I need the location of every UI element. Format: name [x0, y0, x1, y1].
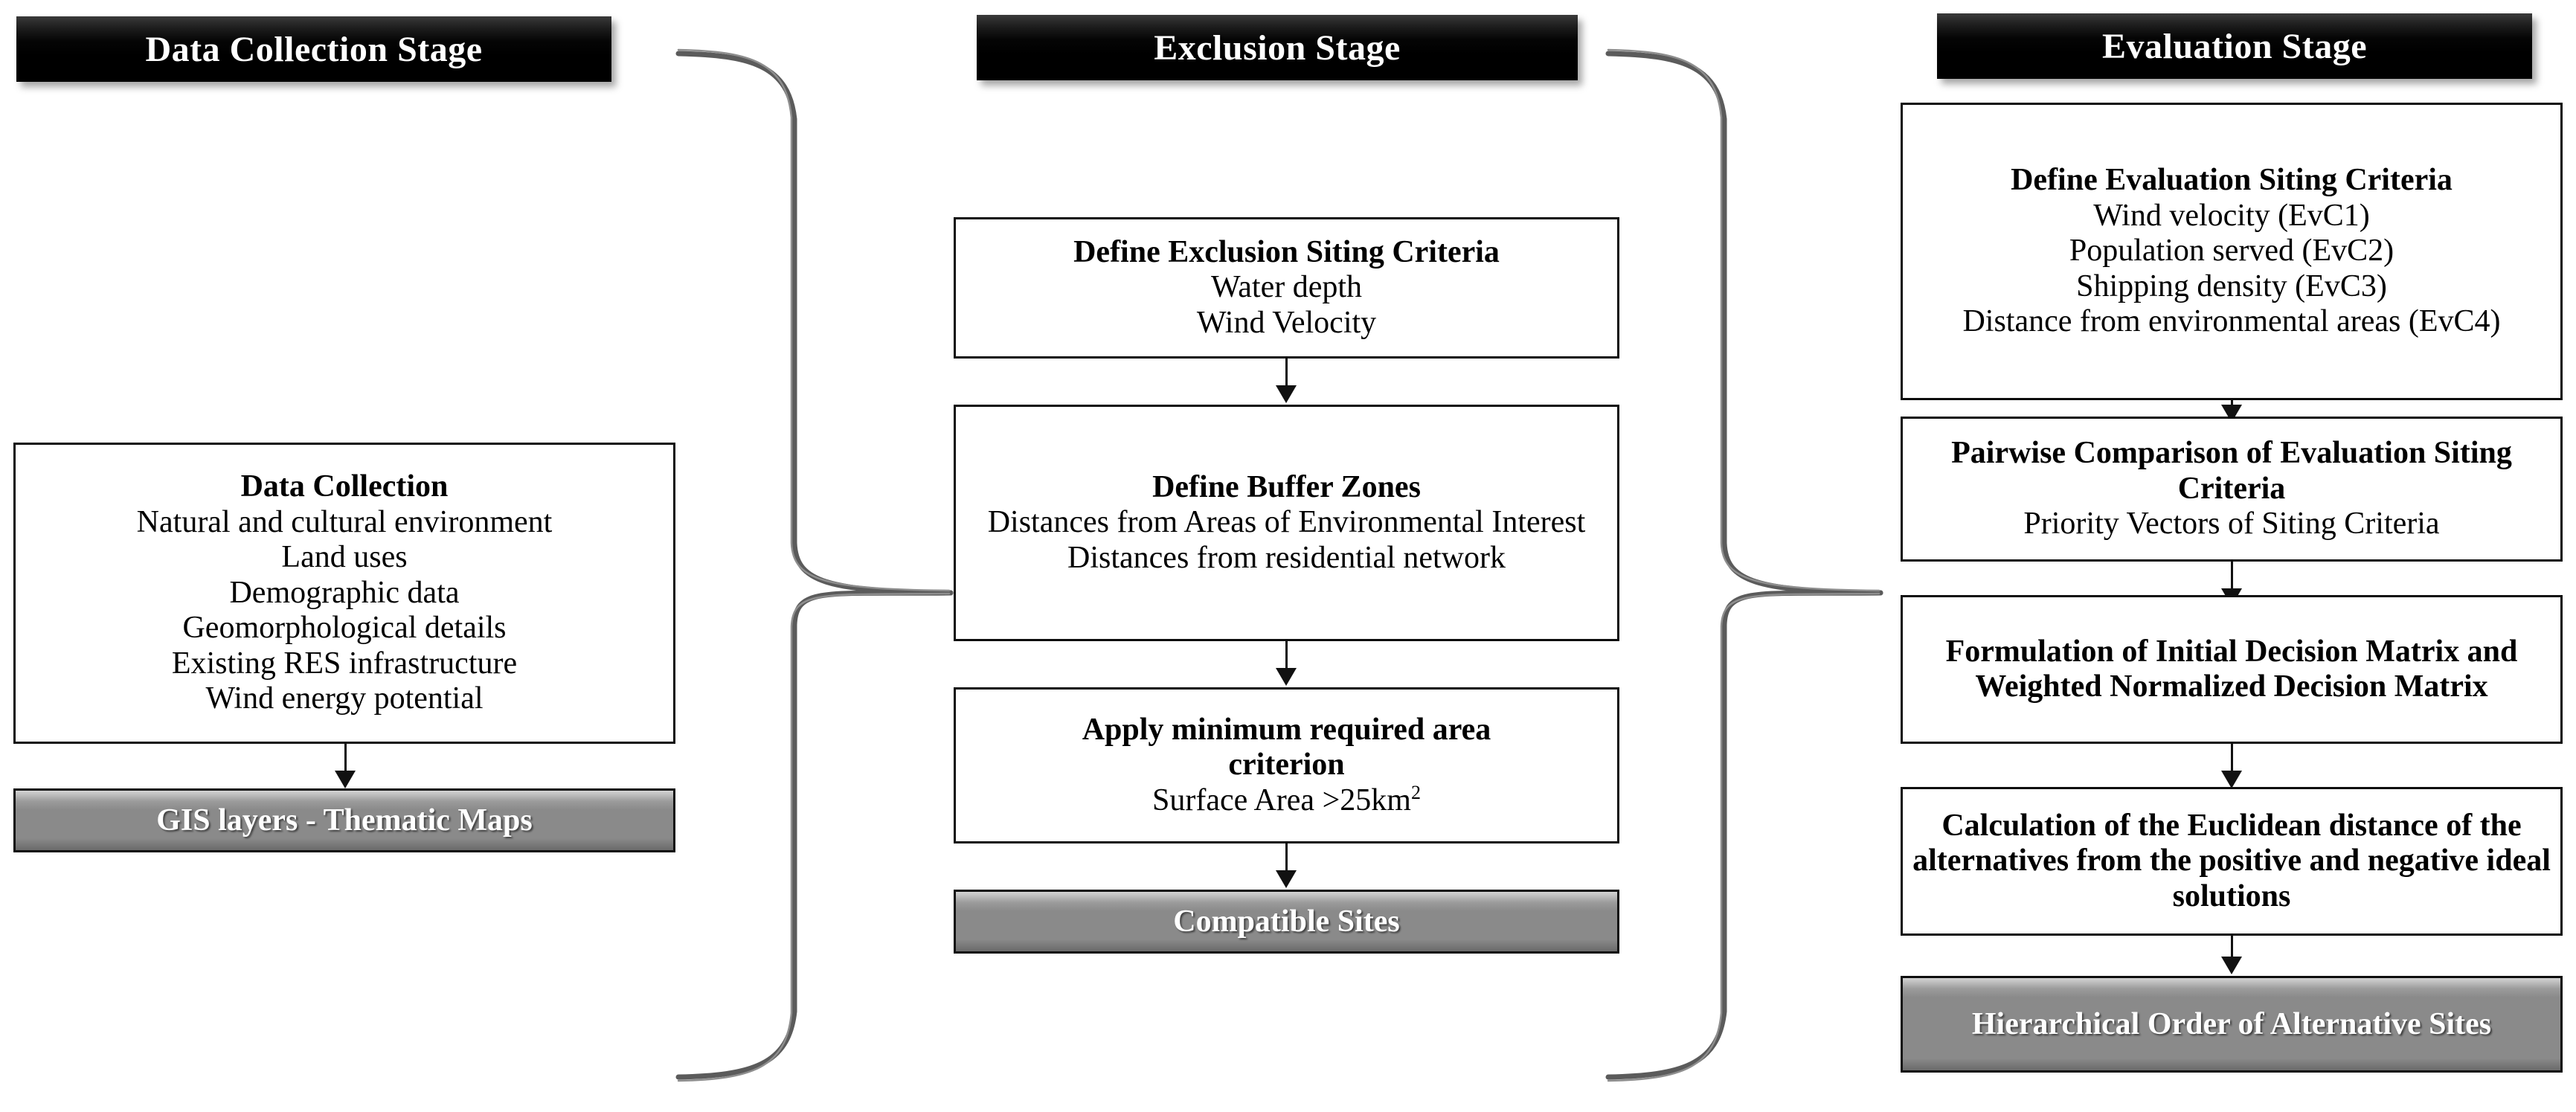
buffer-zones-box: Define Buffer Zones Distances from Areas… — [954, 405, 1619, 641]
evaluation-criteria-box: Define Evaluation Siting Criteria Wind v… — [1901, 103, 2563, 400]
box-title: Data Collection — [240, 469, 449, 504]
box-title: Pairwise Comparison of Evaluation Siting… — [1951, 436, 2512, 506]
output-label: GIS layers - Thematic Maps — [156, 803, 533, 838]
stage-header-evaluation: Evaluation Stage — [1937, 13, 2532, 79]
stage-header-label: Data Collection Stage — [145, 29, 483, 69]
gis-layers-output: GIS layers - Thematic Maps — [13, 788, 675, 852]
box-title: Apply minimum required area criterion — [1082, 712, 1491, 782]
box-line-4: Geomorphological details — [182, 611, 507, 646]
box-line-3: Shipping density (EvC3) — [2076, 269, 2387, 303]
box-line-2: Population served (EvC2) — [2069, 234, 2394, 269]
stage-header-label: Evaluation Stage — [2101, 26, 2368, 66]
stage-header-data-collection: Data Collection Stage — [16, 16, 611, 82]
box-line-1: Natural and cultural environment — [136, 504, 553, 539]
data-collection-box: Data Collection Natural and cultural env… — [13, 443, 675, 744]
box-title: Define Exclusion Siting Criteria — [1073, 234, 1500, 269]
output-label: Hierarchical Order of Alternative Sites — [1971, 1006, 2492, 1041]
box-title: Formulation of Initial Decision Matrix a… — [1945, 634, 2518, 704]
box-line-6: Wind energy potential — [205, 681, 484, 716]
stage-header-label: Exclusion Stage — [1154, 28, 1401, 68]
box-line-4: Distance from environmental areas (EvC4) — [1962, 304, 2501, 339]
box-line-5: Existing RES infrastructure — [171, 646, 518, 681]
minimum-area-box: Apply minimum required area criterion Su… — [954, 687, 1619, 843]
box-title: Define Evaluation Siting Criteria — [2011, 163, 2453, 198]
box-line-2: Distances from residential network — [1067, 540, 1506, 575]
hierarchical-order-output: Hierarchical Order of Alternative Sites — [1901, 976, 2563, 1073]
exclusion-criteria-box: Define Exclusion Siting Criteria Water d… — [954, 217, 1619, 359]
decision-matrix-box: Formulation of Initial Decision Matrix a… — [1901, 595, 2563, 744]
pairwise-comparison-box: Pairwise Comparison of Evaluation Siting… — [1901, 417, 2563, 562]
box-line-3: Demographic data — [229, 575, 460, 610]
box-line-1: Surface Area >25km2 — [1152, 781, 1421, 817]
box-line-1: Distances from Areas of Environmental In… — [987, 505, 1586, 540]
box-line-1: Wind velocity (EvC1) — [2093, 198, 2370, 233]
compatible-sites-output: Compatible Sites — [954, 890, 1619, 954]
brace-exclusion-to-evaluation — [1605, 48, 1883, 1082]
box-line-1: Priority Vectors of Siting Criteria — [2023, 507, 2440, 541]
box-line-1: Water depth — [1210, 270, 1363, 305]
brace-collection-to-exclusion — [675, 48, 954, 1082]
output-label: Compatible Sites — [1173, 904, 1400, 939]
euclidean-distance-box: Calculation of the Euclidean distance of… — [1901, 787, 2563, 936]
box-line-2: Wind Velocity — [1196, 305, 1377, 340]
box-title: Calculation of the Euclidean distance of… — [1912, 808, 2551, 913]
stage-header-exclusion: Exclusion Stage — [977, 15, 1578, 80]
box-title: Define Buffer Zones — [1152, 469, 1421, 504]
box-line-2: Land uses — [281, 540, 408, 575]
